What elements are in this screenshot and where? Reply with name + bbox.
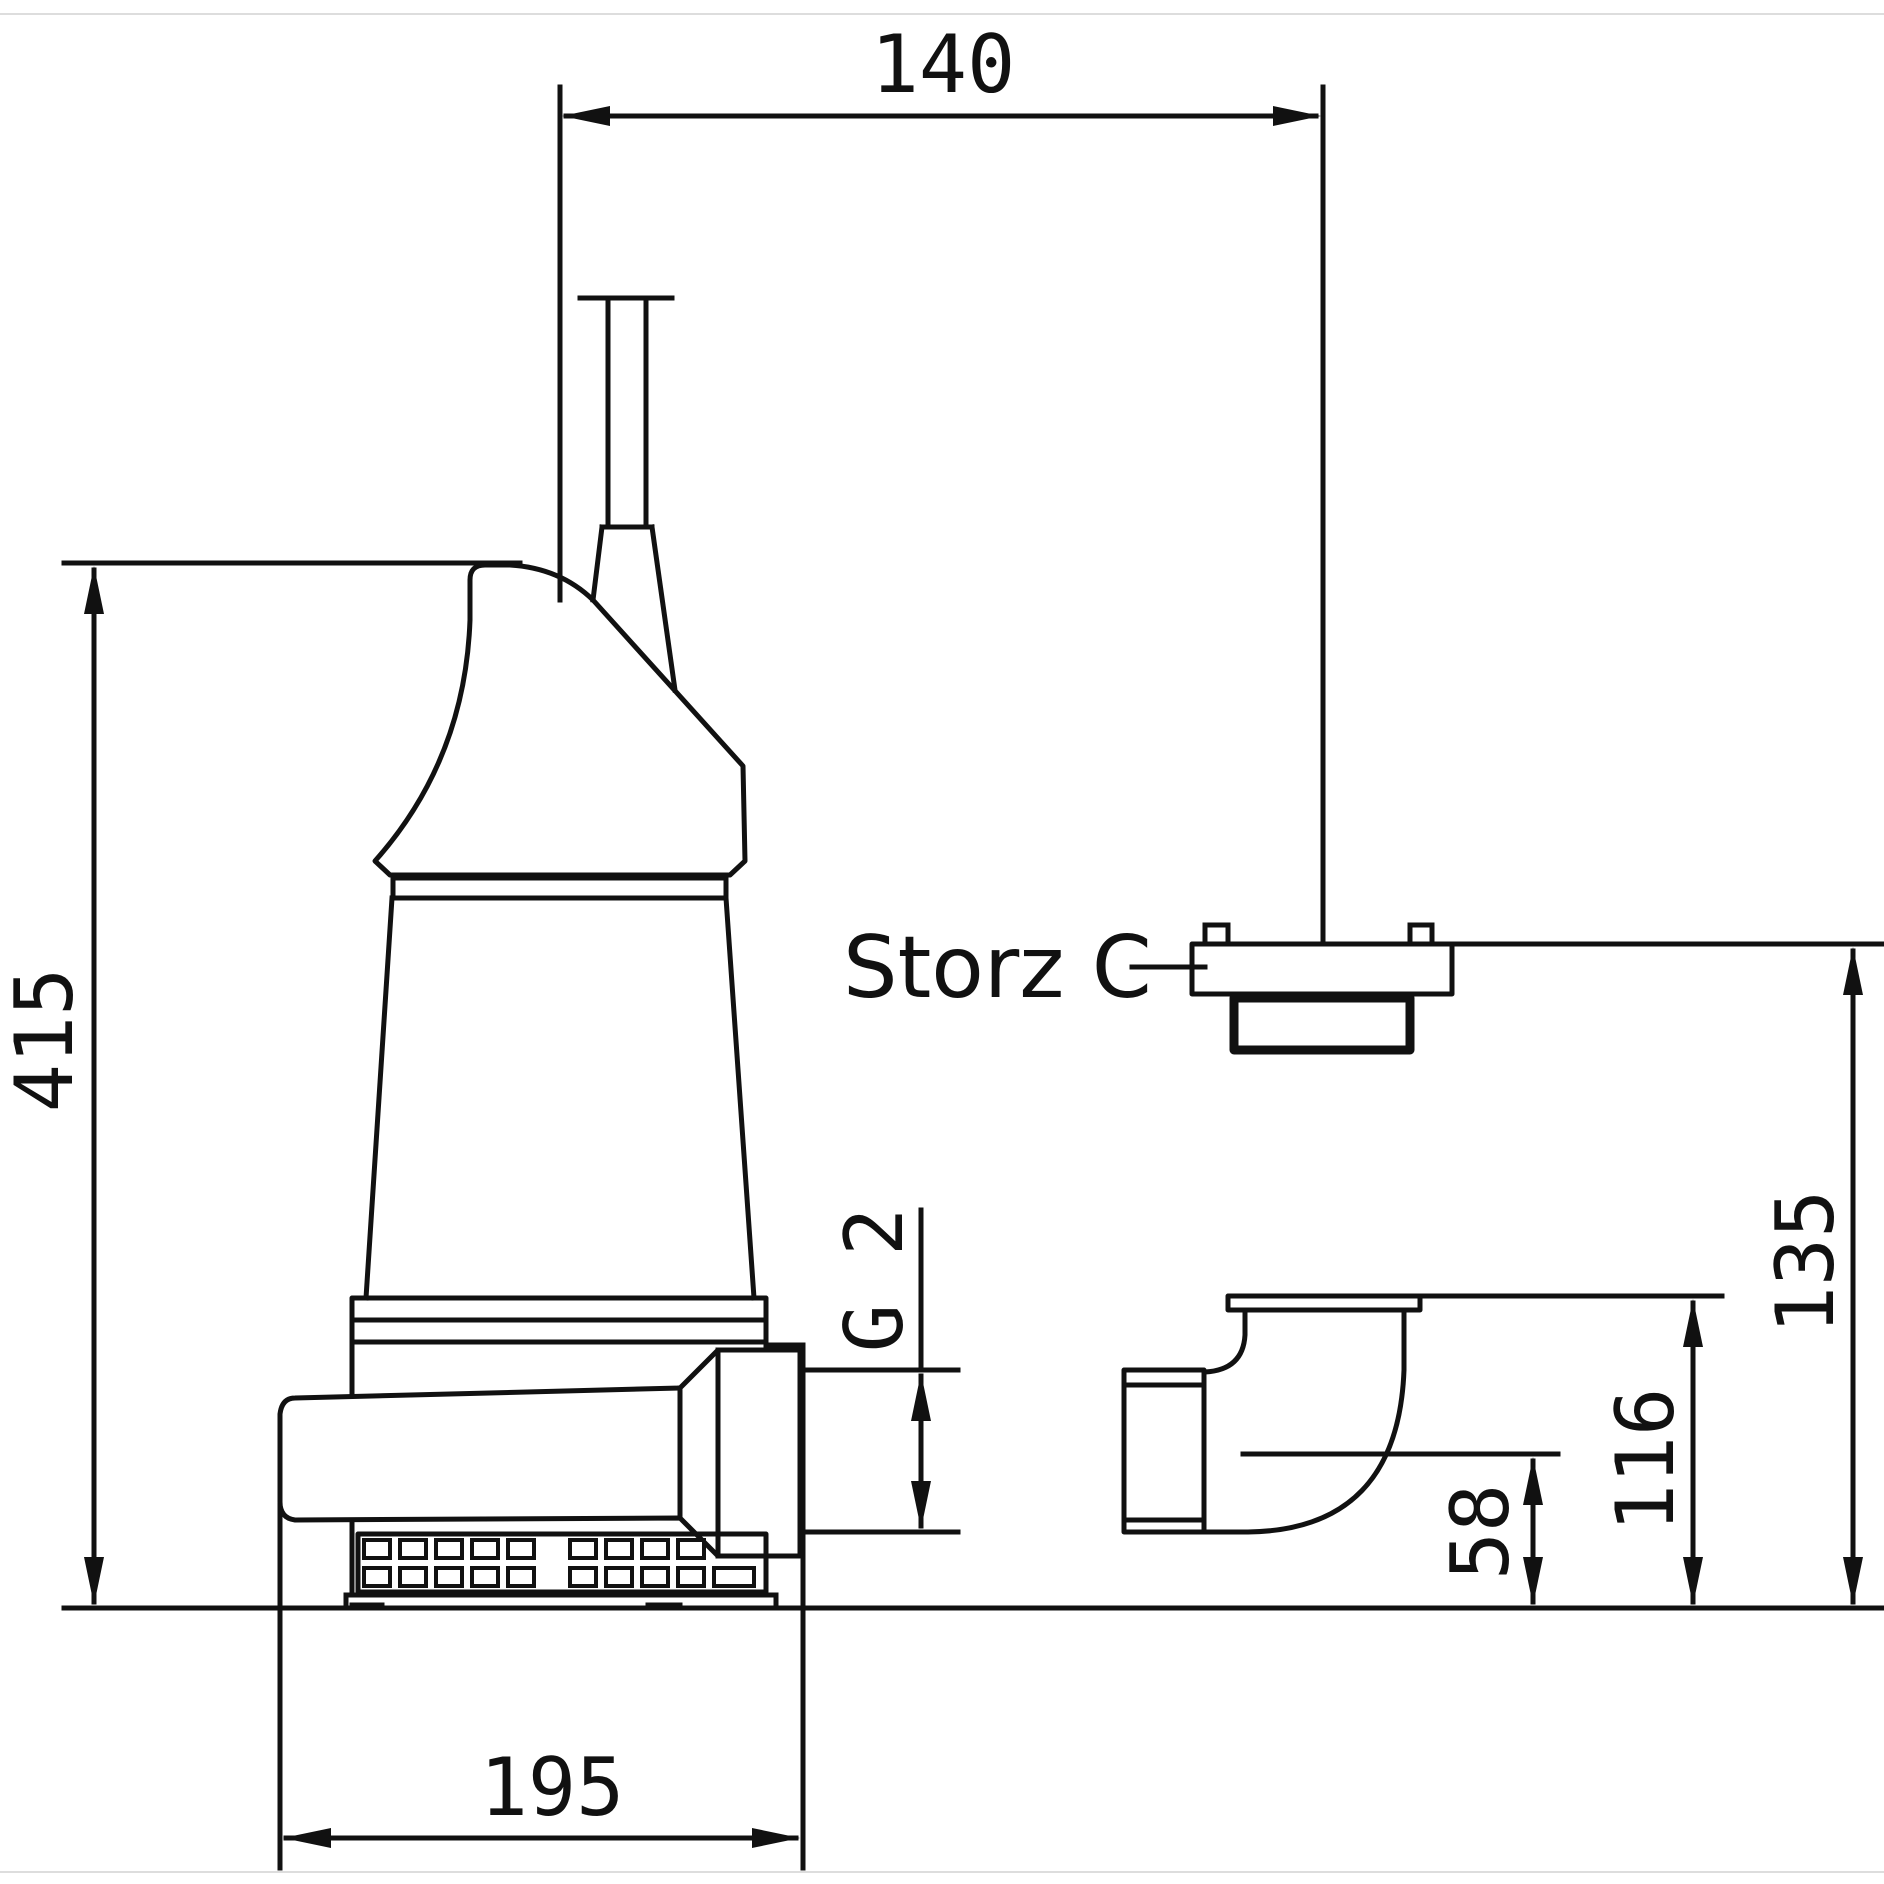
dimension-140 xyxy=(557,84,1326,943)
dimension-116-label: 116 xyxy=(1599,1388,1692,1533)
dimension-415 xyxy=(61,560,1884,1611)
dimension-58-label: 58 xyxy=(1434,1484,1527,1580)
motor-head xyxy=(372,562,748,878)
dimension-135-label: 135 xyxy=(1759,1190,1852,1335)
dimension-415-label: 415 xyxy=(0,968,91,1113)
pump-body xyxy=(277,295,803,1608)
strainer-grid xyxy=(343,1517,779,1608)
dimension-135 xyxy=(1449,941,1884,1605)
base-rings xyxy=(349,1295,803,1398)
storz-c-label: Storz C xyxy=(843,918,1152,1018)
storz-coupling xyxy=(1129,922,1455,1055)
dimension-195-label: 195 xyxy=(480,1741,625,1834)
dimension-195 xyxy=(277,1342,806,1871)
dimension-g2-label: G 2 xyxy=(828,1208,921,1353)
elbow-fitting xyxy=(1121,1293,1423,1535)
pump-handle xyxy=(577,295,678,693)
dimension-58 xyxy=(1240,1451,1561,1605)
dimension-140-label: 140 xyxy=(871,18,1016,111)
dimension-116 xyxy=(1417,1293,1725,1605)
outlet-housing xyxy=(277,1347,803,1559)
motor-housing xyxy=(363,895,757,1301)
dimension-g2 xyxy=(800,1207,961,1535)
